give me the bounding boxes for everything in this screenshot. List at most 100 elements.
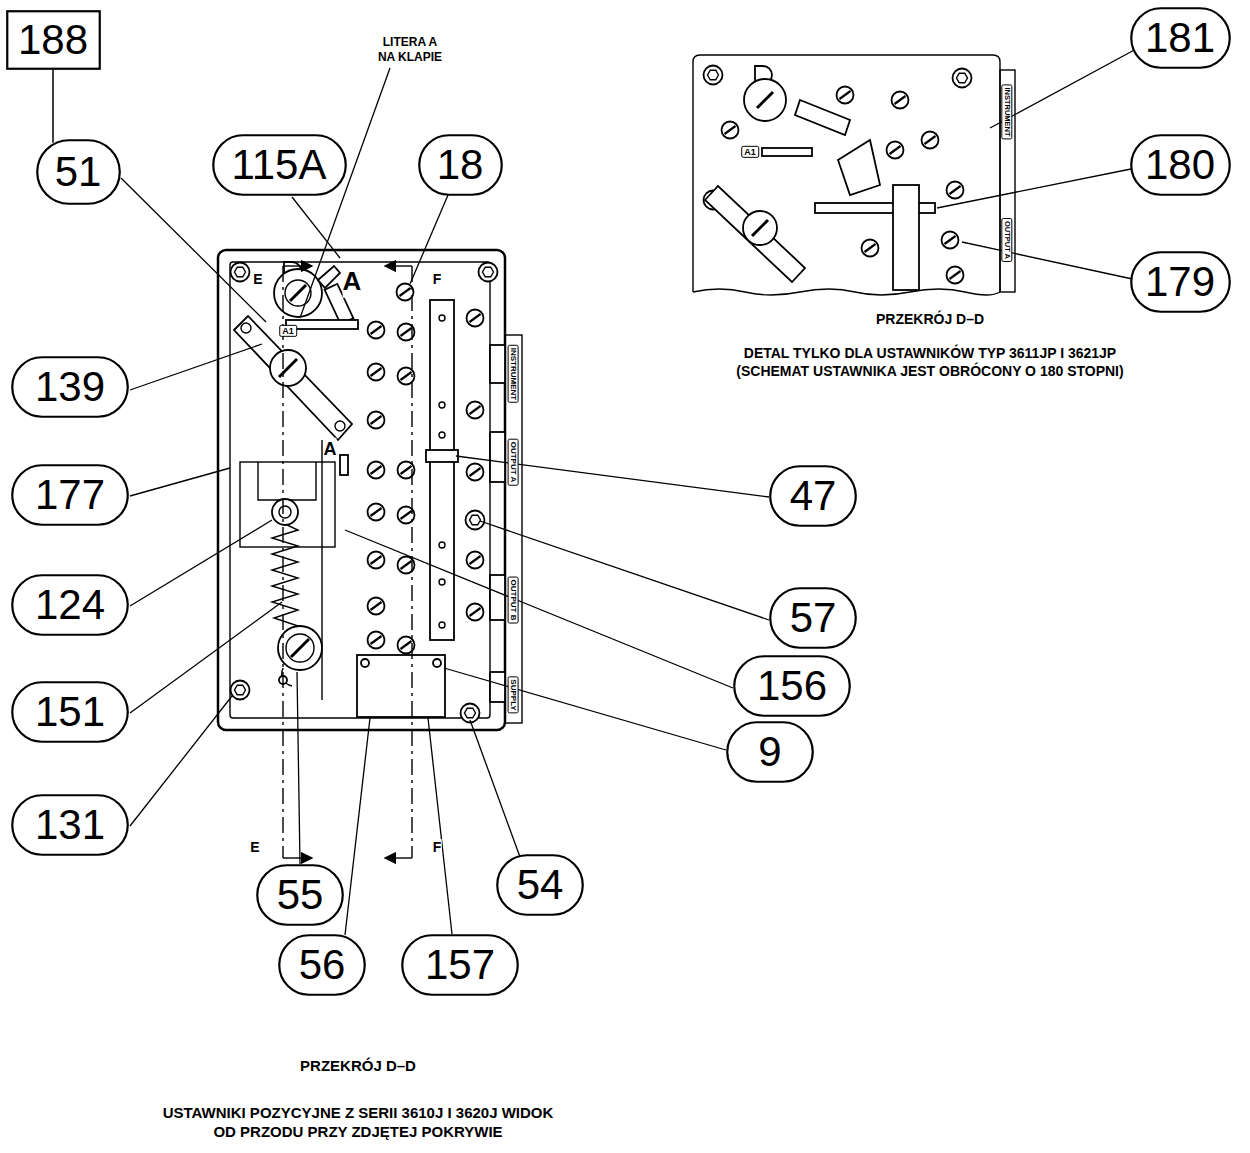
callout-shape — [12, 357, 128, 417]
callout-bubble: 180 — [1130, 134, 1231, 196]
leader-line — [470, 720, 520, 857]
housing-inner-outline — [230, 262, 490, 718]
screw — [467, 402, 484, 419]
port-name: OUTPUT B — [507, 577, 518, 624]
part-mark: A1 — [741, 146, 759, 158]
callout-number: 156 — [757, 665, 827, 707]
arm-hole — [241, 323, 251, 333]
callout-bubble: 115A — [212, 134, 347, 196]
callout-bubble: 157 — [401, 934, 519, 996]
positioner-view — [218, 250, 522, 858]
callout-shape — [12, 575, 128, 635]
section-title: PRZEKRÓJ D–D — [876, 311, 984, 329]
callout-number: 131 — [35, 804, 105, 846]
screw — [368, 364, 385, 381]
reference-box: 188 — [6, 10, 101, 70]
port-name: OUTPUT A — [507, 439, 518, 486]
hex-screw — [479, 263, 498, 282]
callout-shape — [37, 140, 120, 204]
slot-piece — [340, 455, 348, 475]
screw — [862, 240, 879, 257]
port-strip — [1000, 70, 1015, 292]
callout-shape — [279, 935, 365, 995]
callout-shape — [12, 465, 128, 525]
zero-span-arm — [705, 186, 805, 282]
plate-screw — [361, 659, 369, 667]
hex-screw — [704, 66, 723, 85]
callout-number: 124 — [35, 584, 105, 626]
screw — [397, 284, 414, 301]
callout-bubble: 51 — [36, 139, 121, 205]
bar-hole — [439, 432, 445, 438]
nozzle-ring — [285, 280, 311, 306]
screw — [368, 504, 385, 521]
callout-bubble: 55 — [256, 864, 344, 926]
callout-bubble: 139 — [11, 356, 129, 418]
screw — [942, 232, 959, 249]
callout-number: 179 — [1145, 261, 1215, 303]
leader-line — [937, 168, 1136, 208]
callout-shape — [497, 855, 583, 915]
leader-line — [345, 530, 733, 688]
screw — [368, 598, 385, 615]
port-recess — [490, 432, 505, 482]
port-recess — [490, 672, 505, 702]
screw — [368, 552, 385, 569]
leader-line — [345, 718, 370, 935]
bar-hole — [439, 622, 445, 628]
detail-housing — [693, 55, 1000, 292]
bar-hole — [439, 579, 445, 585]
callout-number: 51 — [55, 151, 102, 193]
zero-span-arm — [234, 316, 352, 440]
bar-hole — [439, 315, 445, 321]
callout-bubble: 18 — [418, 134, 503, 196]
dial-slot — [291, 639, 309, 657]
port-name: OUTPUT A — [1002, 218, 1013, 262]
leader-line — [480, 521, 769, 620]
spring-hook-hole — [279, 506, 291, 518]
caption-text: USTAWNIKI POZYCYJNE Z SERII 3610J I 3620… — [158, 1104, 558, 1142]
callout-shape — [12, 795, 128, 855]
nozzle-slot — [757, 92, 773, 108]
bar-hole — [439, 402, 445, 408]
section-arrow — [385, 857, 412, 858]
callout-shape — [257, 865, 343, 925]
section-letter: E — [250, 839, 259, 857]
callout-bubble: 179 — [1130, 251, 1231, 313]
callout-number: 188 — [18, 19, 88, 61]
callout-bubble: 181 — [1130, 7, 1231, 69]
callout-bubble: 131 — [11, 794, 129, 856]
connector-group — [53, 70, 54, 143]
callout-bubble: 47 — [769, 465, 857, 527]
leader-line — [130, 468, 230, 496]
section-letter: F — [433, 839, 442, 857]
section-line — [282, 266, 283, 858]
leader-line — [456, 456, 769, 497]
spring-bracket — [258, 462, 316, 500]
callout-number: 151 — [35, 691, 105, 733]
screw — [467, 604, 484, 621]
flexure — [321, 440, 322, 700]
nozzle-slot — [290, 285, 306, 301]
callout-shape — [419, 135, 502, 195]
caption-text: DETAL TYLKO DLA USTAWNIKÓW TYP 3611JP I … — [710, 345, 1150, 380]
callout-shape — [402, 935, 518, 995]
connector-line — [52, 70, 54, 143]
port-recess — [490, 345, 505, 383]
callout-number: 139 — [35, 366, 105, 408]
leader-line — [410, 195, 448, 284]
hex-screw — [953, 69, 972, 88]
nozzle-disc — [744, 79, 786, 121]
range-spring — [272, 524, 298, 632]
note-text: LITERA A NA KLAPIE — [375, 35, 445, 65]
screw — [368, 462, 385, 479]
callout-number: 18 — [437, 144, 484, 186]
port-strip — [505, 335, 522, 723]
port-name: INSTRUMENT — [1002, 84, 1013, 139]
adjust-knob — [270, 350, 306, 386]
relay-lever — [838, 140, 880, 195]
cover-plate — [357, 655, 445, 717]
beam — [286, 320, 358, 329]
